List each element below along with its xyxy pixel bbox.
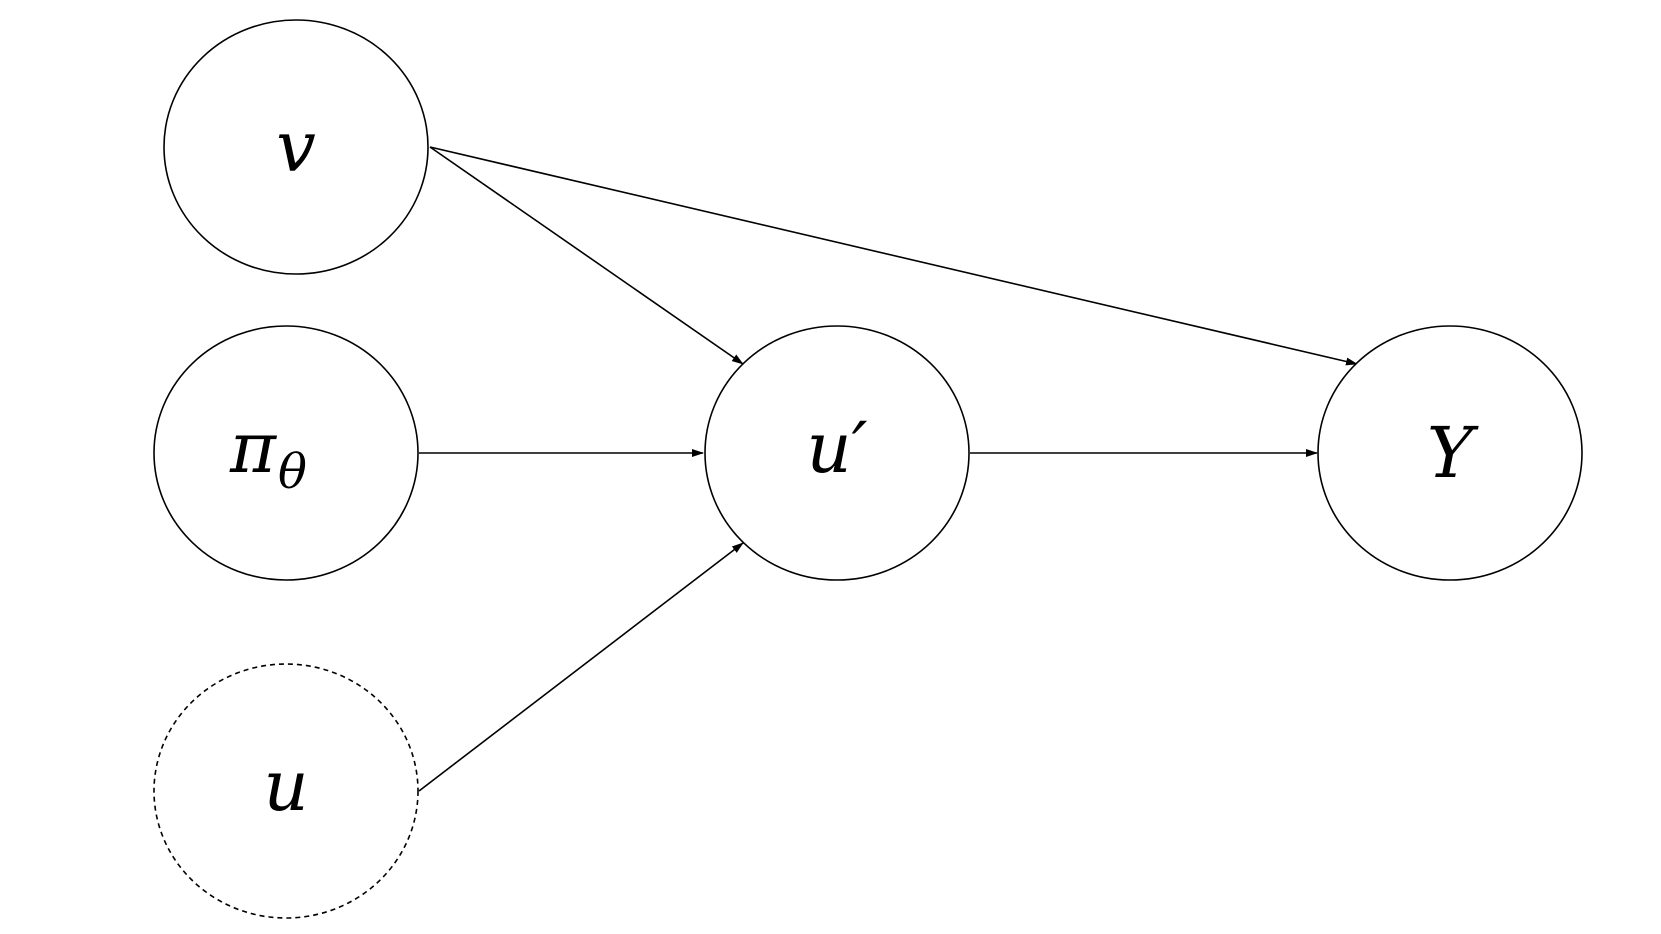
node-pi-theta-label: π (229, 407, 278, 489)
node-u-prime-label: u′ (807, 407, 868, 489)
node-y-circle (1317, 325, 1583, 581)
node-v: v (163, 19, 429, 275)
edges (418, 146, 1358, 792)
node-pi-theta-subscript: θ (278, 444, 307, 500)
node-u-circle (153, 663, 419, 919)
edge-v-to-u-prime (429, 146, 744, 365)
node-v-label: v (276, 106, 316, 188)
node-v-circle (163, 19, 429, 275)
node-u-prime: u′ (704, 325, 970, 581)
node-u-prime-circle (704, 325, 970, 581)
node-pi-theta-circle (153, 325, 419, 581)
node-y-label: Y (1427, 412, 1479, 494)
node-u-label: u (263, 745, 308, 827)
edge-v-to-y (429, 146, 1358, 366)
node-pi-theta: π θ (153, 325, 419, 581)
edge-u-to-u-prime (418, 542, 744, 792)
node-u: u (153, 663, 419, 919)
node-y: Y (1317, 325, 1583, 581)
